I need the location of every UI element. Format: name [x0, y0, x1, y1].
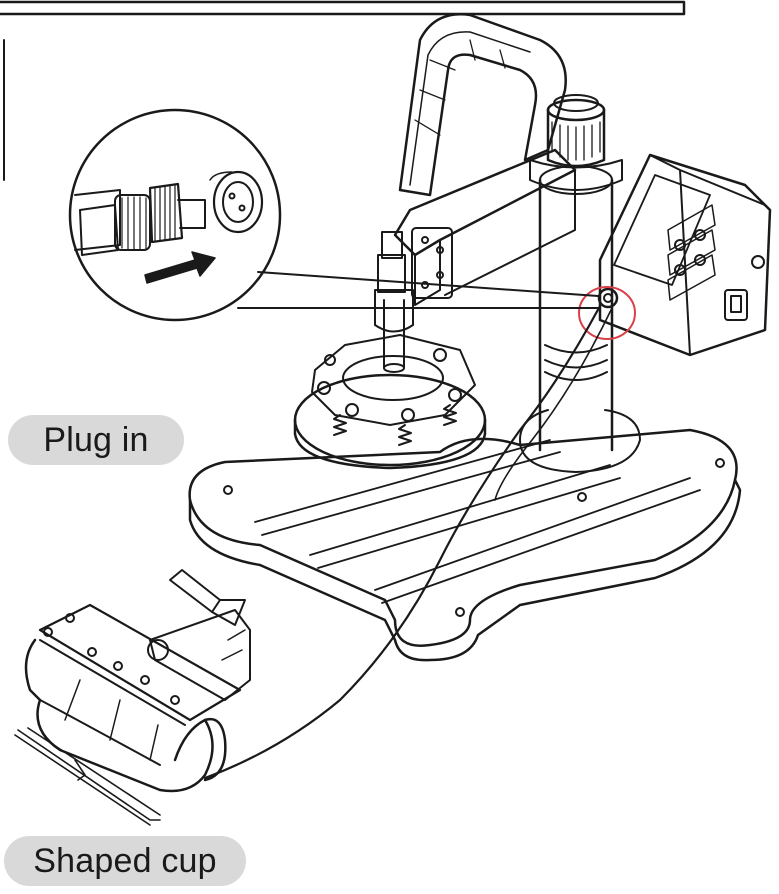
insert-arrow-icon	[145, 252, 215, 283]
plug-in-label: Plug in	[8, 415, 184, 465]
callout-lines	[238, 272, 598, 308]
control-box	[599, 155, 770, 355]
press-arm	[395, 150, 575, 305]
center-rod	[375, 232, 413, 372]
connector-plug-icon	[80, 184, 205, 255]
zoom-detail	[70, 110, 280, 320]
round-platen	[295, 335, 485, 468]
socket-detail	[210, 172, 262, 232]
top-knob	[530, 95, 622, 190]
base-plate	[190, 430, 740, 660]
handle	[400, 14, 566, 195]
socket-highlight	[579, 287, 635, 339]
springs	[334, 405, 456, 445]
power-cable	[205, 306, 600, 778]
top-frame-edge	[0, 2, 684, 14]
mug-press	[15, 570, 250, 825]
shaped-cup-label: Shaped cup	[4, 836, 246, 886]
